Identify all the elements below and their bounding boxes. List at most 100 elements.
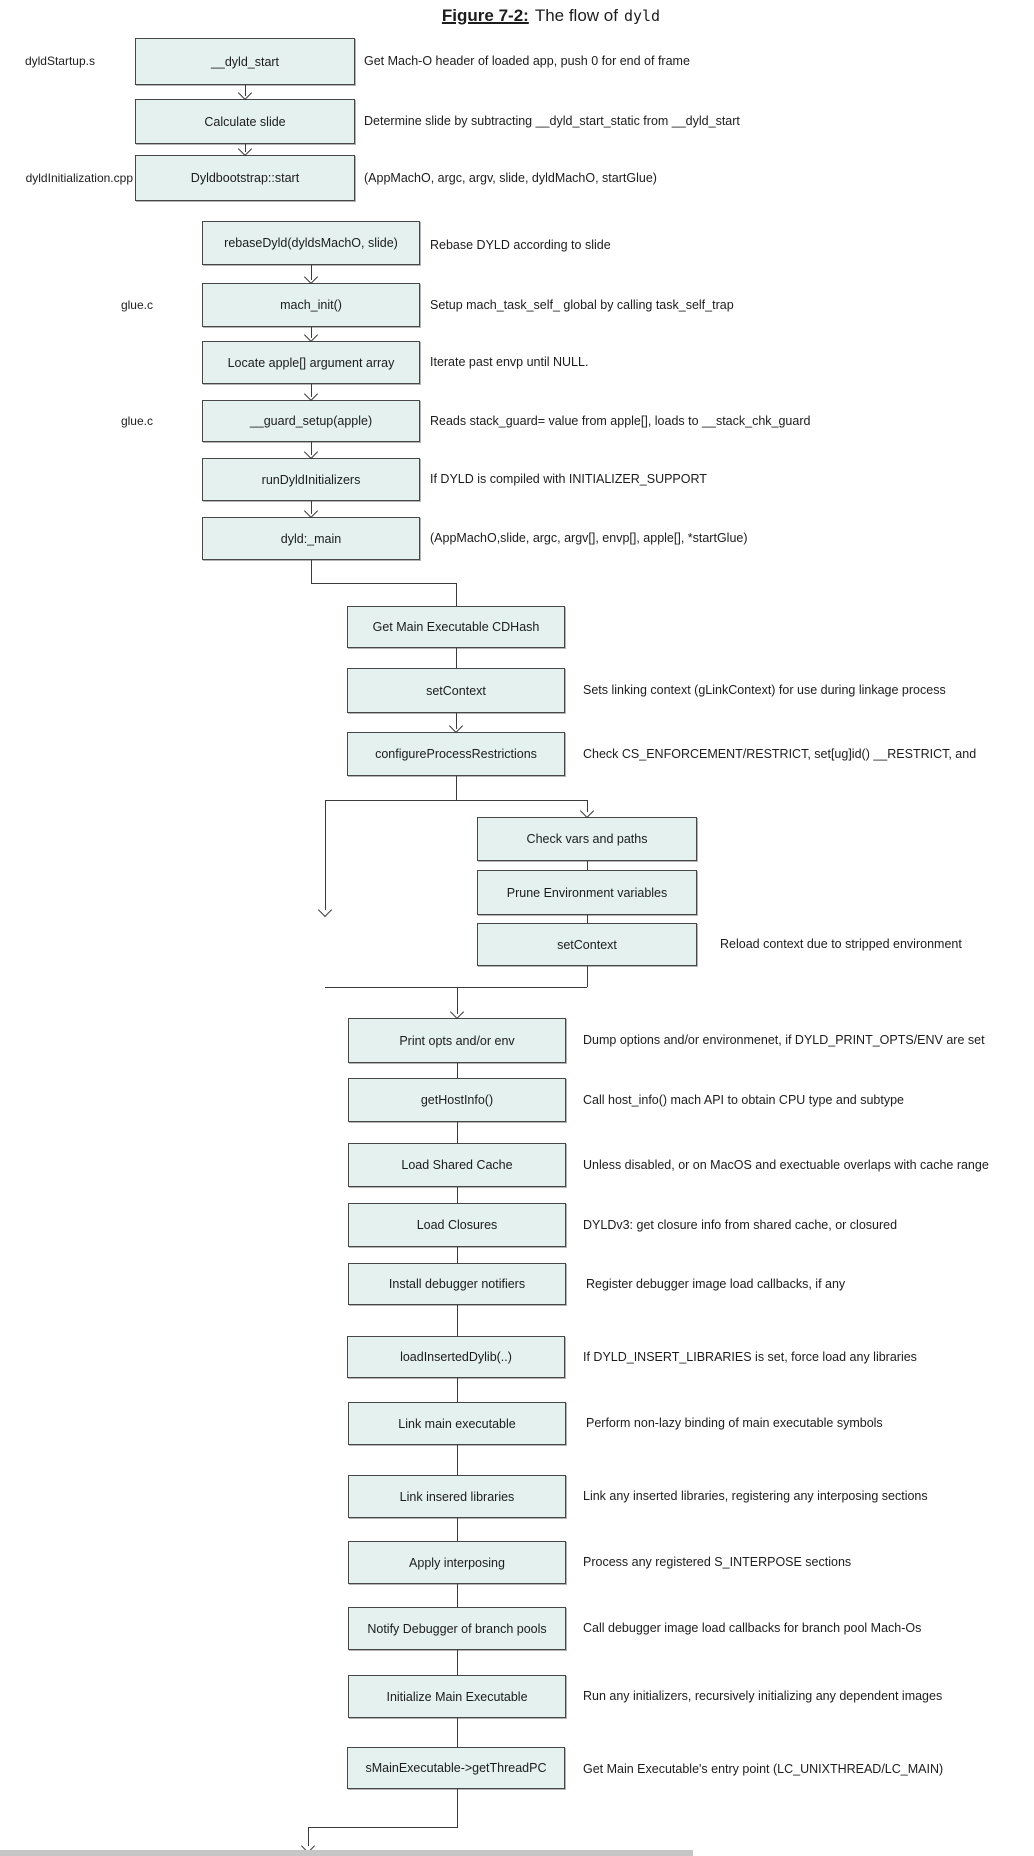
node-label: loadInsertedDylib(..) [400,1350,512,1364]
connector-line [245,85,246,96]
node-configureprocessrestrictions: configureProcessRestrictions [347,732,565,776]
node-notify-debugger-branch-pools: Notify Debugger of branch pools [348,1607,566,1650]
annotation: Setup mach_task_self_ global by calling … [430,298,734,312]
connector-line [457,1518,458,1541]
connector-line [245,144,246,152]
node-prune-env-vars: Prune Environment variables [477,870,697,915]
connector-line [457,987,458,1014]
connector-line [325,800,587,801]
node-calculate-slide: Calculate slide [135,99,355,144]
connector-line [587,915,588,923]
connector-line [457,1063,458,1078]
file-label-dyldstartup: dyldStartup.s [24,54,95,68]
connector-line [311,327,312,338]
page-edge-artifact [0,1850,693,1856]
node-guard-setup: __guard_setup(apple) [202,400,420,442]
annotation: Reads stack_guard= value from apple[], l… [430,414,811,428]
node-label: Load Shared Cache [401,1158,513,1172]
node-link-inserted-libraries: Link insered libraries [348,1475,566,1518]
node-dyld-start: __dyld_start [135,38,355,85]
connector-line [457,1305,458,1336]
connector-line [457,1789,458,1827]
node-print-opts-env: Print opts and/or env [348,1018,566,1063]
node-gethostinfo: getHostInfo() [348,1078,566,1122]
node-get-cdhash: Get Main Executable CDHash [347,606,565,648]
annotation: If DYLD_INSERT_LIBRARIES is set, force l… [583,1350,917,1364]
connector-line [587,861,588,870]
annotation: (AppMachO, argc, argv, slide, dyldMachO,… [364,171,657,185]
annotation: Run any initializers, recursively initia… [583,1689,943,1703]
connector-line [456,776,457,800]
node-label: Install debugger notifiers [388,1277,526,1291]
connector-line [311,501,312,514]
annotation: Link any inserted libraries, registering… [583,1489,928,1503]
node-apply-interposing: Apply interposing [348,1541,566,1584]
connector-line [457,1445,458,1475]
node-rebasedyld: rebaseDyld(dyldsMachO, slide) [202,221,420,265]
node-dyld-main: dyld:_main [202,517,420,560]
connector-line [587,966,588,987]
node-label: dyld:_main [280,531,342,546]
figure-caption-code: dyld [623,7,661,25]
annotation: Call debugger image load callbacks for b… [583,1621,922,1635]
arrowhead-down-icon [579,803,595,819]
connector-line [325,800,326,910]
arrowhead-down-icon [448,718,464,734]
connector-line [325,987,587,988]
connector-line [311,583,457,584]
annotation: (AppMachO,slide, argc, argv[], envp[], a… [430,531,748,545]
node-label: getHostInfo() [420,1093,494,1107]
annotation: Reload context due to stripped environme… [720,937,962,951]
annotation: Get Mach-O header of loaded app, push 0 … [364,54,690,68]
node-label: sMainExecutable->getThreadPC [365,1761,547,1775]
figure-caption: The flow of [534,6,618,25]
file-label-glue-2: glue.c [120,414,153,428]
annotation: Dump options and/or environmenet, if DYL… [583,1033,985,1047]
connector-line [456,583,457,606]
annotation: Perform non-lazy binding of main executa… [586,1416,883,1430]
node-label: Print opts and/or env [399,1033,515,1048]
node-label: setContext [557,937,617,952]
connector-line [587,800,588,812]
node-locate-apple: Locate apple[] argument array [202,341,420,384]
node-load-shared-cache: Load Shared Cache [348,1143,566,1187]
node-label: Calculate slide [204,114,286,129]
arrowhead-down-icon [303,269,319,285]
node-label: Load Closures [416,1218,498,1232]
node-setcontext-2: setContext [477,923,697,966]
connector-line [311,265,312,280]
annotation: Get Main Executable's entry point (LC_UN… [583,1762,944,1776]
node-loadinserteddylib: loadInsertedDylib(..) [347,1336,565,1378]
node-initialize-main-executable: Initialize Main Executable [348,1675,566,1718]
connector-line [311,560,312,583]
node-label: Link main executable [398,1416,516,1431]
annotation: DYLDv3: get closure info from shared cac… [583,1218,898,1232]
connector-line [457,1718,458,1747]
annotation: Unless disabled, or on MacOS and exectua… [583,1158,989,1172]
node-label: Notify Debugger of branch pools [367,1621,547,1636]
node-load-closures: Load Closures [348,1203,566,1247]
node-install-debugger-notifiers: Install debugger notifiers [348,1263,566,1305]
arrowhead-down-icon [303,327,319,343]
connector-line [456,713,457,729]
node-rundyldinitializers: runDyldInitializers [202,458,420,501]
connector-line [457,1187,458,1203]
node-label: configureProcessRestrictions [375,747,537,761]
connector-line [308,1827,458,1828]
connector-line [456,648,457,668]
node-getthreadpc: sMainExecutable->getThreadPC [347,1747,565,1789]
node-label: rebaseDyld(dyldsMachO, slide) [224,236,398,250]
node-label: Apply interposing [409,1555,505,1570]
connector-line [457,1584,458,1607]
node-mach-init: mach_init() [202,283,420,327]
node-label: Check vars and paths [526,832,648,846]
connector-line [311,442,312,455]
node-setcontext-1: setContext [347,668,565,713]
annotation: Check CS_ENFORCEMENT/RESTRICT, set[ug]id… [583,747,977,761]
arrowhead-down-icon [237,85,253,101]
arrowhead-down-icon [303,503,319,519]
annotation: Register debugger image load callbacks, … [586,1277,846,1291]
connector-line [457,1378,458,1402]
